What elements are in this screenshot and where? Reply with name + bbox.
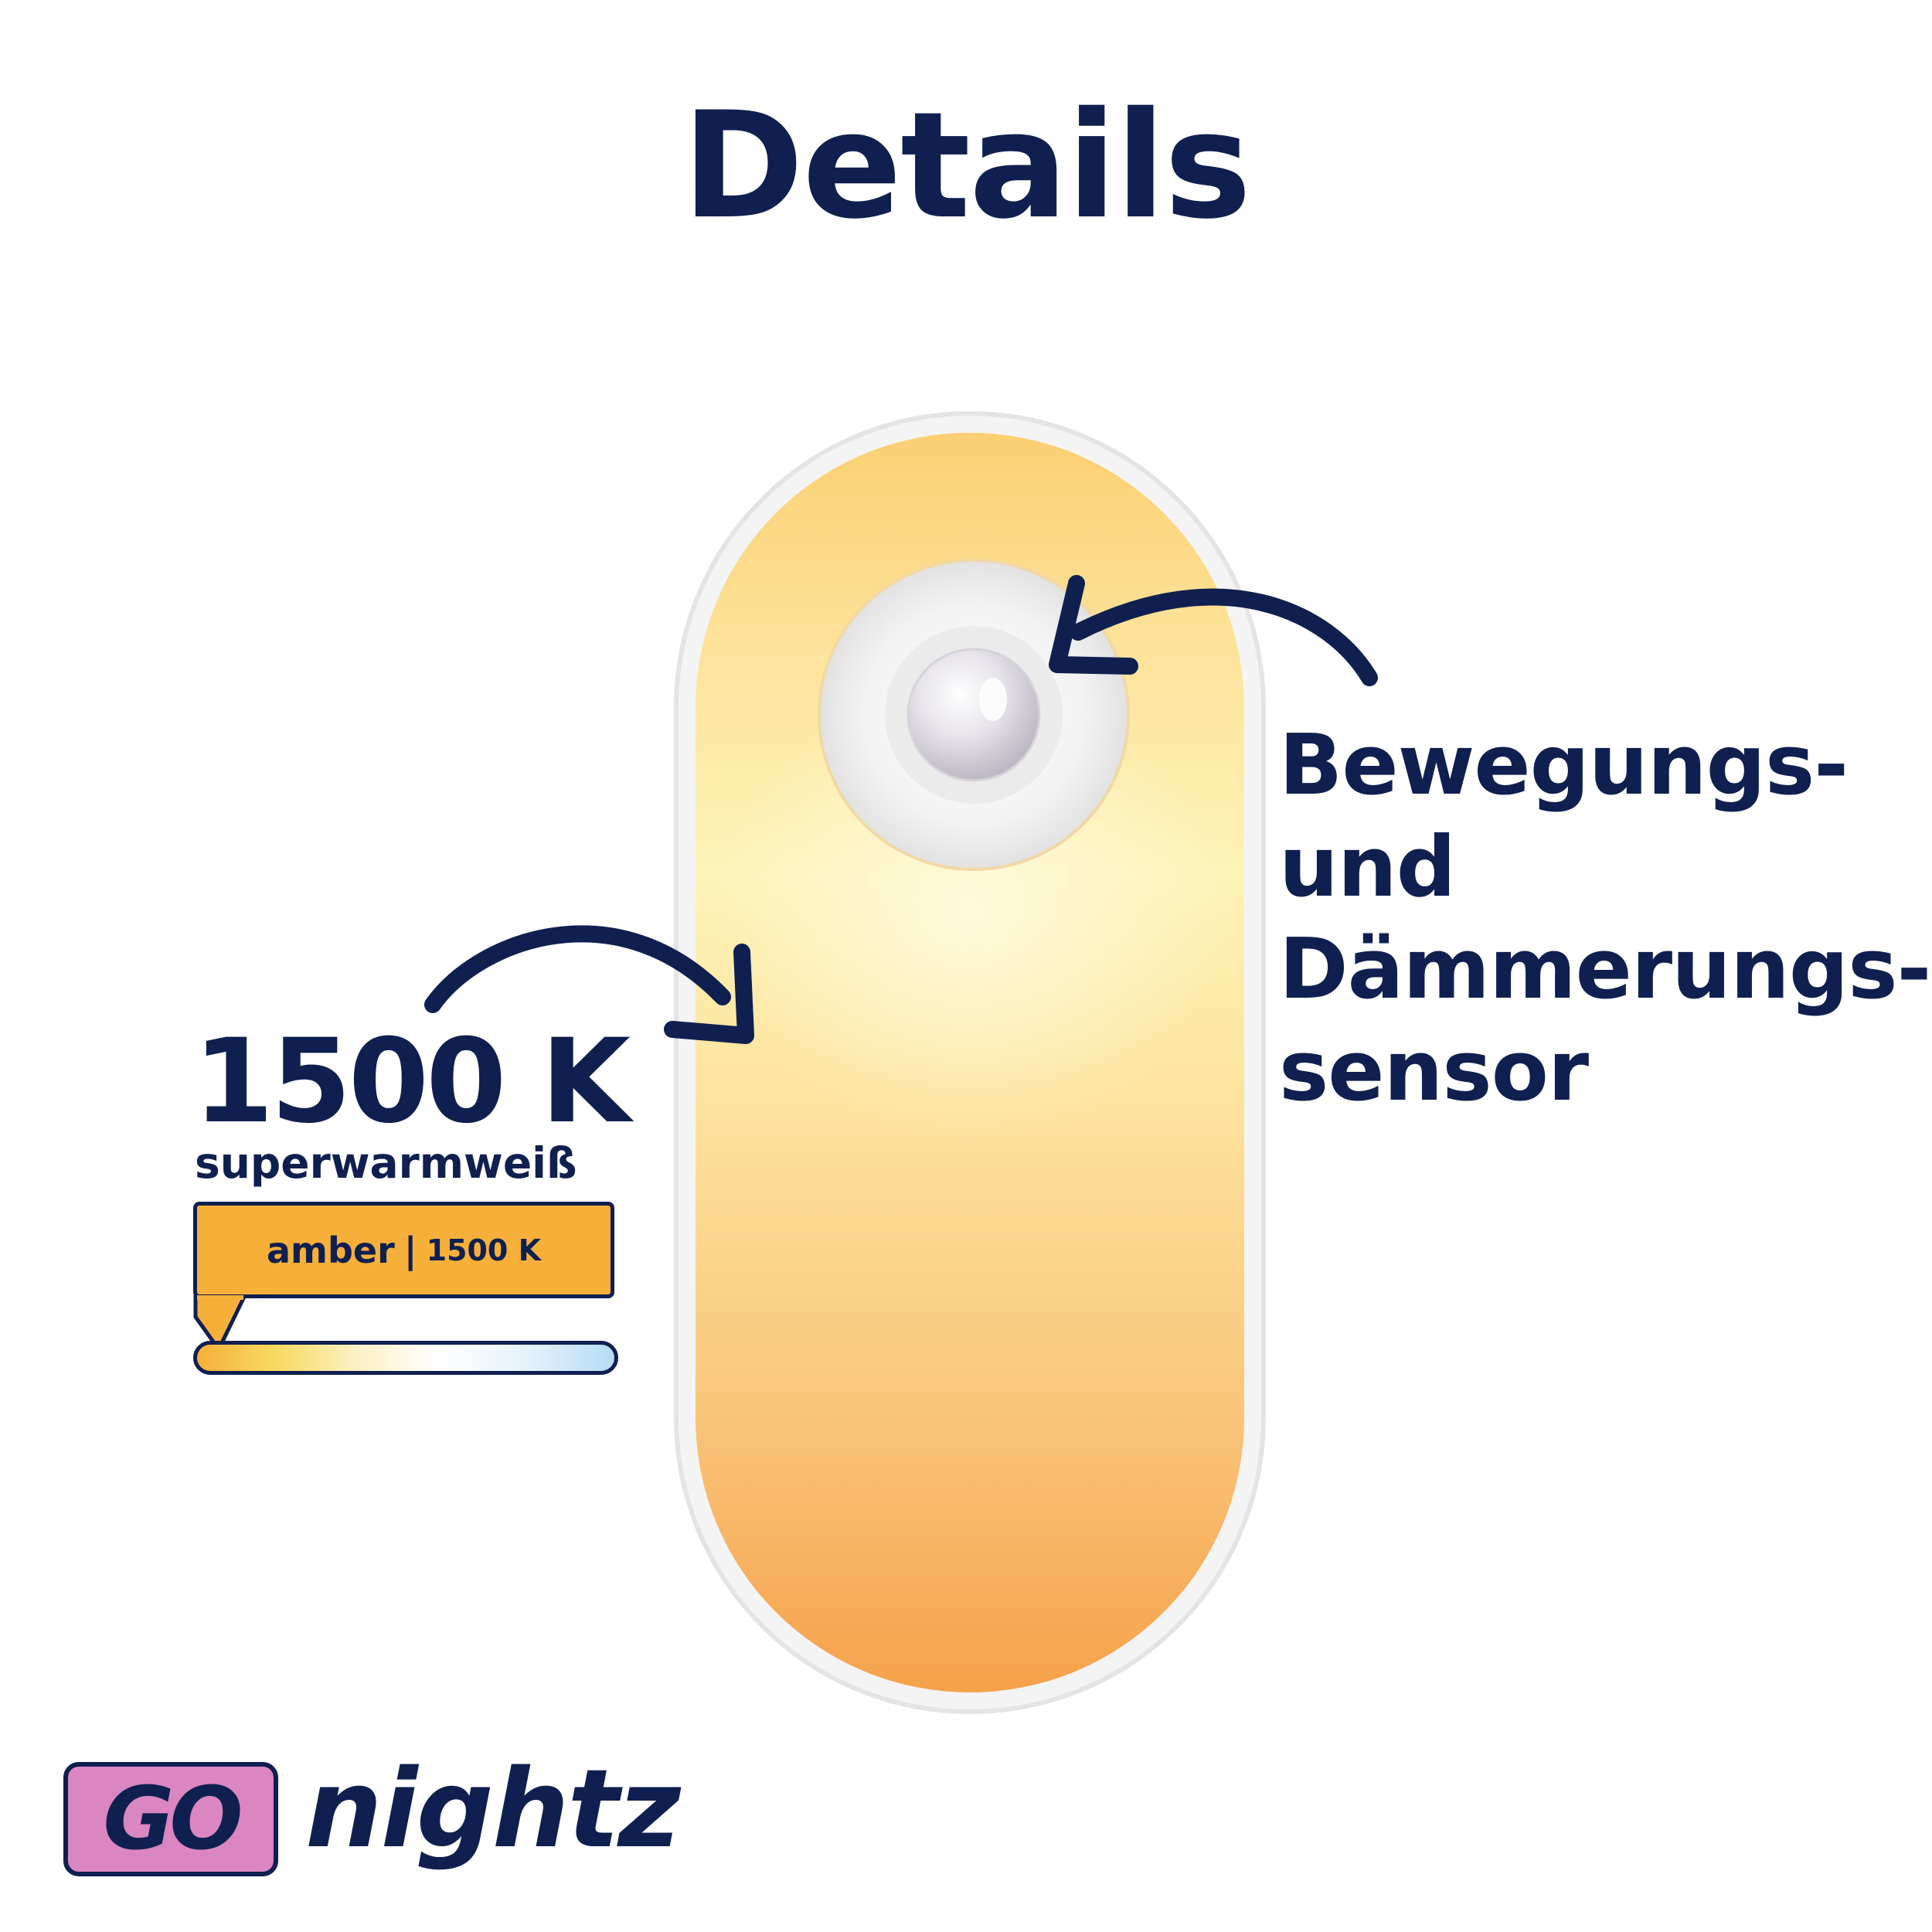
sensor-lens [906,648,1041,782]
sensor-label: Bewegungs- und Dämmerungs- sensor [1279,715,1931,1123]
brand-logo-badge-text: GO [103,1769,243,1869]
sensor-label-line: sensor [1279,1023,1589,1120]
sensor-label-line: Dämmerungs- [1279,921,1931,1018]
color-temperature-description: superwarmweiß [195,1138,577,1188]
page-title: Details [682,80,1252,251]
curved-arrow-icon [424,925,754,1044]
sensor-label-line: und [1279,819,1456,916]
badge-separator: | [403,1229,417,1271]
curved-arrow-icon [1049,575,1378,686]
color-temperature-scale [193,1341,618,1375]
brand-logo-word: nightz [305,1747,681,1872]
color-temperature-badge: amber | 1500 K [193,1202,614,1298]
badge-value: 1500 K [426,1233,542,1267]
color-temperature-value: 1500 K [193,1015,631,1149]
brand-logo-badge: GO [63,1762,278,1876]
badge-color-name: amber [266,1229,395,1271]
sensor-label-line: Bewegungs- [1279,717,1849,814]
